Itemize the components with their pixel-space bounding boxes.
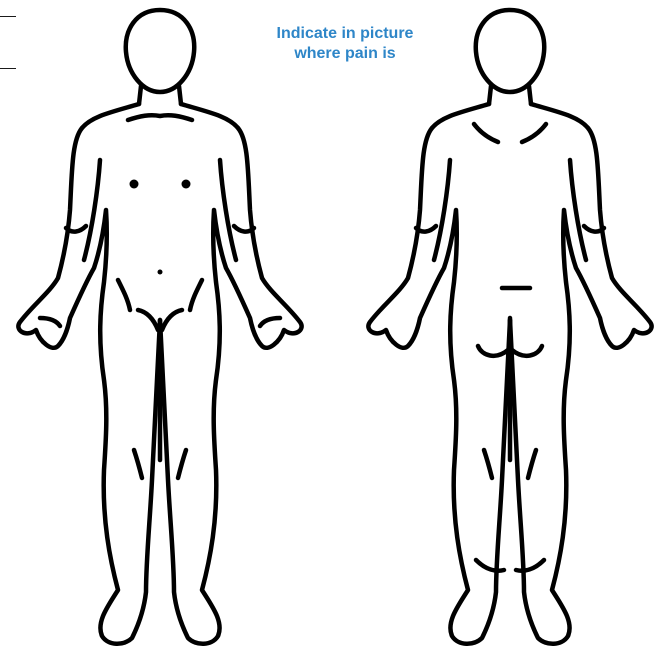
groin-left — [138, 310, 158, 330]
neck-left — [139, 86, 141, 104]
back-body-figure[interactable] — [330, 0, 650, 647]
head — [476, 10, 544, 92]
right-shoulder-blade — [522, 124, 546, 142]
navel — [158, 270, 163, 275]
front-body-figure[interactable] — [0, 0, 320, 647]
left-hand-line — [40, 318, 60, 326]
right-hand-line — [260, 318, 280, 326]
left-nipple — [130, 180, 139, 189]
right-inner-arm — [220, 160, 236, 260]
collarbone — [128, 115, 192, 120]
left-shoulder-blade — [474, 124, 498, 142]
left-hip-line — [118, 280, 130, 310]
back-body-outline — [368, 10, 651, 644]
body-left-side — [18, 104, 160, 644]
left-inner-arm — [434, 160, 450, 260]
right-nipple — [182, 180, 191, 189]
right-buttock — [512, 346, 542, 356]
right-inner-arm — [570, 160, 586, 260]
left-knee — [484, 450, 492, 478]
neck-left — [489, 86, 491, 104]
body-right-side — [160, 104, 302, 644]
left-knee — [134, 450, 142, 478]
left-buttock — [478, 346, 508, 356]
right-hip-line — [190, 280, 202, 310]
head — [126, 10, 194, 92]
left-calf — [476, 560, 504, 571]
right-knee — [178, 450, 186, 478]
groin-right — [162, 310, 182, 330]
neck-right — [529, 86, 531, 104]
right-calf — [516, 560, 544, 571]
body-right-side — [510, 104, 652, 644]
right-knee — [528, 450, 536, 478]
left-inner-arm — [84, 160, 100, 260]
neck-right — [179, 86, 181, 104]
front-body-outline — [18, 10, 301, 644]
body-left-side — [368, 104, 510, 644]
